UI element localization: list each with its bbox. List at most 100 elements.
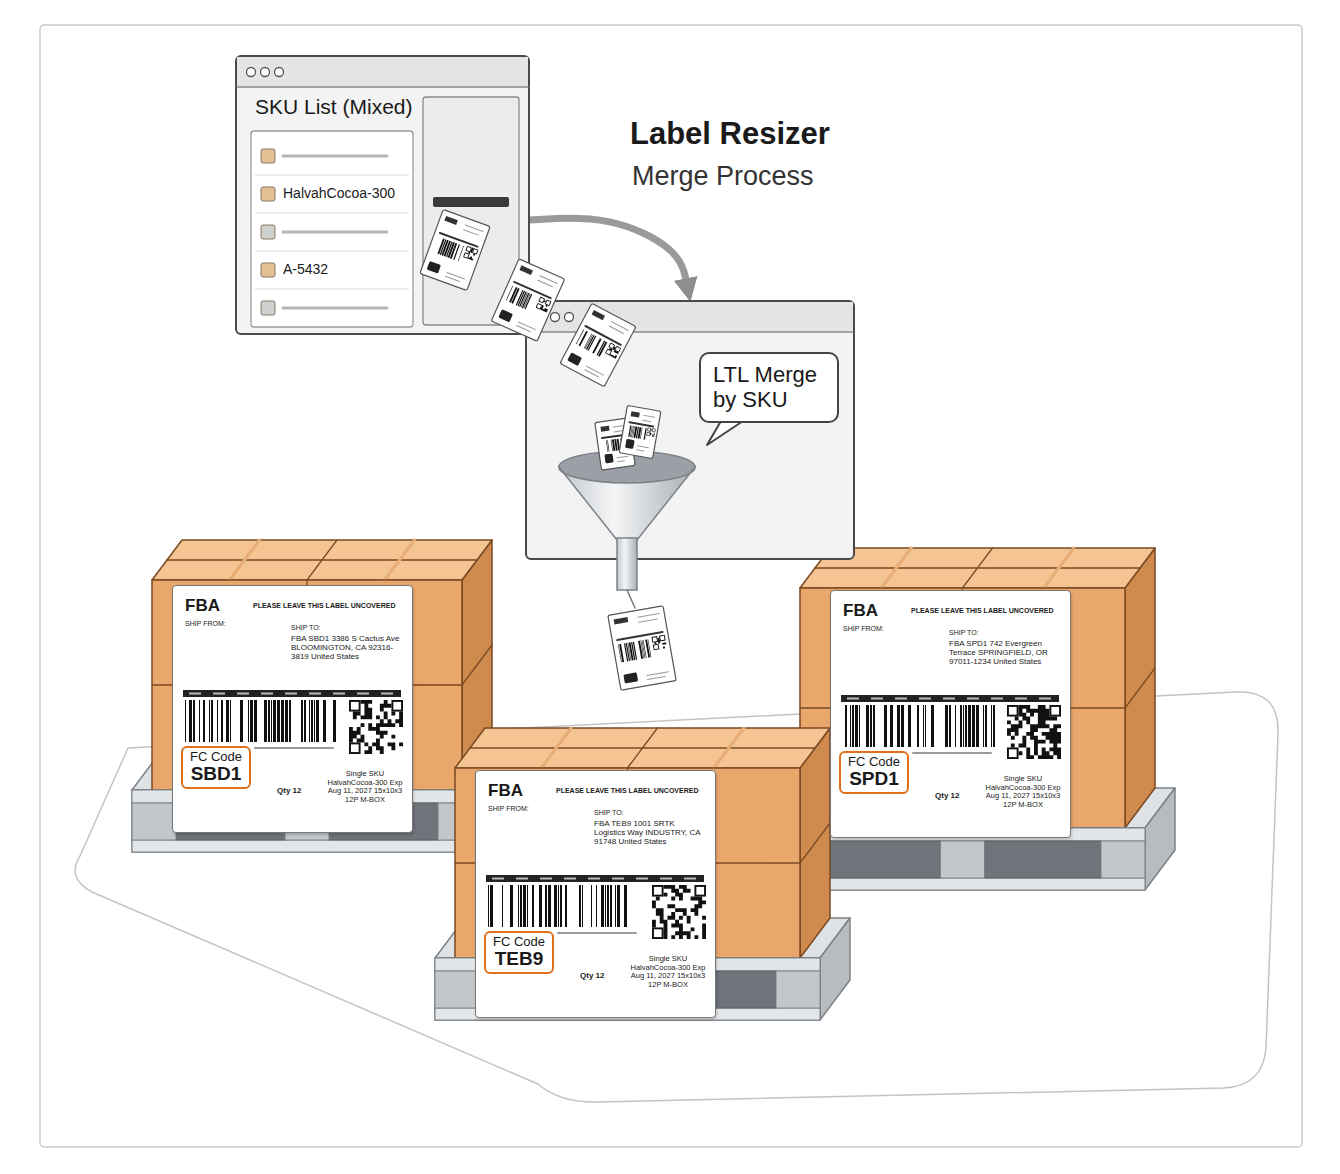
- mini-label-mark: [600, 426, 609, 432]
- shipping-label: FBAPLEASE LEAVE THIS LABEL UNCOVEREDSHIP…: [830, 590, 1071, 838]
- mini-label-line: [638, 613, 660, 617]
- label-band-mark: [540, 878, 552, 880]
- mini-label-sheet: [608, 606, 676, 691]
- qr-finder: [350, 743, 360, 753]
- mini-label-tag: [625, 439, 635, 449]
- pallet-block: [941, 841, 985, 878]
- mini-label-tag: [498, 309, 513, 322]
- node-artwork: [527, 302, 857, 562]
- placeholder-row: [283, 307, 387, 310]
- barcode: [618, 639, 651, 662]
- qr-ground: [463, 246, 478, 261]
- mini-label-line: [612, 322, 629, 331]
- label-notice: PLEASE LEAVE THIS LABEL UNCOVERED: [253, 602, 395, 610]
- mini-label: [560, 303, 636, 387]
- qr-finder: [472, 249, 477, 254]
- box-seam: [1125, 668, 1155, 708]
- flow-arrow: [530, 218, 686, 282]
- shipping-label: FBAPLEASE LEAVE THIS LABEL UNCOVEREDSHIP…: [172, 585, 413, 833]
- pallet-block: [1101, 841, 1145, 878]
- barcode: [576, 330, 608, 357]
- box-side: [1125, 548, 1155, 828]
- box-tape: [714, 728, 744, 768]
- mini-label-tag: [427, 261, 441, 274]
- fc-code-box: FC CodeTEB9: [484, 931, 554, 974]
- mini-label-sheet: [619, 405, 661, 458]
- mini-label-line: [648, 676, 666, 679]
- mini-label-line: [445, 276, 459, 281]
- box-top: [455, 728, 830, 768]
- page-frame: [40, 25, 1302, 1147]
- diagram-title: Label Resizer: [630, 116, 830, 152]
- mini-label-mark: [592, 310, 605, 320]
- pallet-board: [132, 840, 482, 852]
- qr-ground: [536, 297, 552, 313]
- checkbox: [261, 225, 275, 239]
- pallet-block: [435, 971, 479, 1008]
- fc-code-caption: FC Code: [493, 935, 545, 949]
- qr-finder: [695, 886, 705, 896]
- pallet-opening: [985, 841, 1102, 878]
- qr-code: [1007, 705, 1061, 759]
- pallet-opening: [824, 841, 941, 878]
- fc-code-caption: FC Code: [848, 755, 900, 769]
- qr-ground: [605, 342, 621, 358]
- mini-label-line: [637, 450, 644, 451]
- qr-finder: [653, 886, 663, 896]
- sku-details: Single SKU HalvahCocoa-300 Exp Aug 11, 2…: [981, 775, 1065, 810]
- fc-code-box: FC CodeSBD1: [181, 746, 251, 789]
- mini-label-line: [585, 370, 598, 377]
- label-band-mark: [1015, 698, 1027, 700]
- mini-label-line: [463, 230, 478, 235]
- diagram-subtitle: Merge Process: [632, 161, 814, 192]
- label-notice: PLEASE LEAVE THIS LABEL UNCOVERED: [556, 787, 698, 795]
- label-band-mark: [381, 693, 393, 695]
- mini-label-line: [613, 425, 624, 427]
- qr-ground: [646, 428, 655, 437]
- pallet-side: [1145, 788, 1175, 890]
- window-titlebar: [527, 302, 853, 332]
- mini-label-line: [538, 280, 553, 287]
- output-stem: [627, 590, 635, 608]
- mini-label-line: [639, 619, 658, 622]
- label-band-mark: [237, 693, 249, 695]
- qr-finder: [1008, 706, 1018, 716]
- window-control: [247, 68, 256, 77]
- box-seam: [470, 747, 815, 748]
- row-divider: [255, 289, 409, 290]
- mini-label-line: [644, 415, 655, 417]
- list-panel: [251, 131, 413, 327]
- mini-label: [608, 606, 676, 691]
- box-seam: [462, 645, 492, 685]
- quantity: Qty 12: [580, 971, 604, 980]
- label-band-mark: [991, 698, 1003, 700]
- mini-label-line: [517, 326, 531, 332]
- mini-label-mark: [614, 617, 629, 624]
- qr-finder: [539, 297, 545, 303]
- box-tape: [385, 540, 415, 580]
- barcode: [845, 705, 995, 747]
- fc-code-value: SBD1: [190, 764, 242, 785]
- label-band-mark: [660, 878, 672, 880]
- field-caption: SHIP FROM:: [185, 620, 226, 628]
- quantity: Qty 12: [935, 791, 959, 800]
- callout-tail: [707, 421, 743, 445]
- label-band-mark: [213, 693, 225, 695]
- label-band-mark: [588, 878, 600, 880]
- qr-code: [652, 885, 706, 939]
- label-band: [486, 875, 704, 882]
- carrier-name: FBA: [488, 781, 523, 801]
- label-band-mark: [564, 878, 576, 880]
- qr-finder: [660, 635, 666, 641]
- field-caption: SHIP TO:: [291, 624, 321, 632]
- barcode-caption-line: [558, 932, 636, 934]
- box-tape: [230, 540, 260, 580]
- label-band-mark: [943, 698, 955, 700]
- sku-item: A-5432: [283, 261, 328, 277]
- barcode: [506, 286, 532, 310]
- qr-finder: [647, 428, 650, 431]
- label-notice: PLEASE LEAVE THIS LABEL UNCOVERED: [911, 607, 1053, 615]
- sku-details: Single SKU HalvahCocoa-300 Exp Aug 11, 2…: [323, 770, 407, 805]
- placeholder-row: [283, 231, 387, 234]
- mini-label: [491, 259, 564, 341]
